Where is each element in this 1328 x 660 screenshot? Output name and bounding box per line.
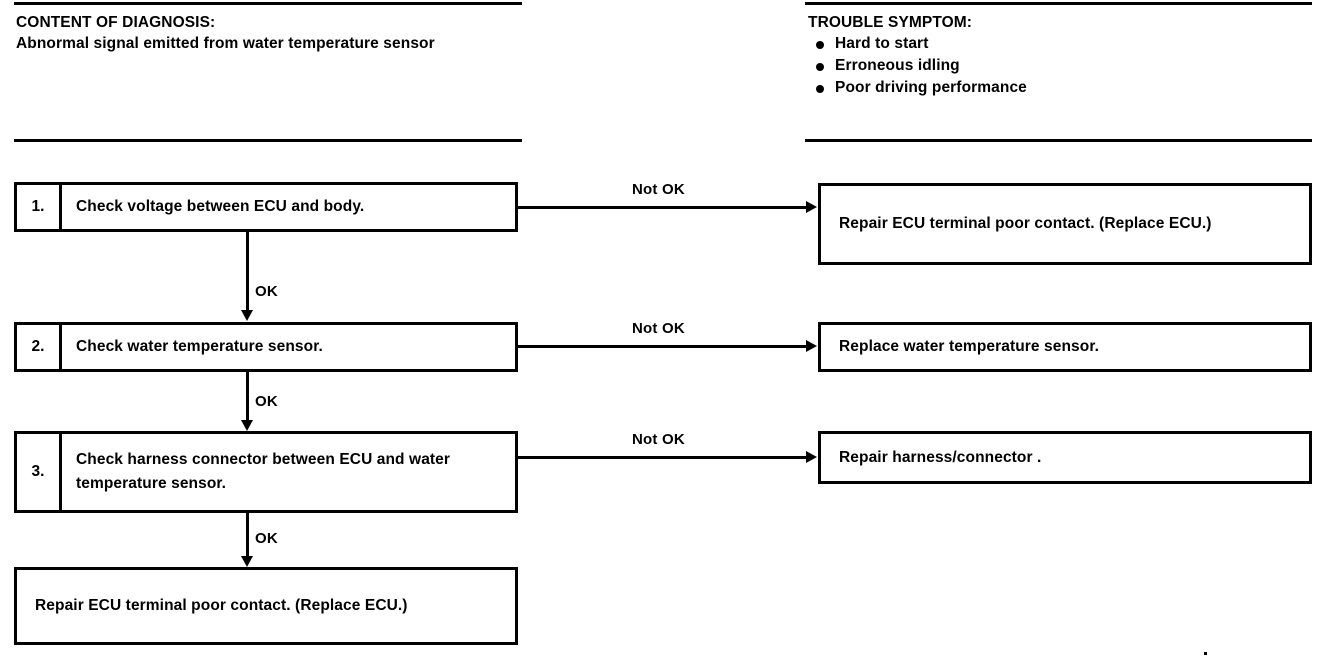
final-action-text: Repair ECU terminal poor contact. (Repla… [35, 597, 408, 614]
branch-line-3 [518, 456, 809, 459]
diagnosis-body: Abnormal signal emitted from water tempe… [16, 35, 435, 52]
arrow-down-icon [241, 420, 253, 431]
result-box-2: Replace water temperature sensor. [818, 322, 1312, 372]
symptom-rule-bottom [805, 139, 1312, 142]
step-number-2: 2. [17, 325, 62, 369]
step-text-1: Check voltage between ECU and body. [76, 198, 365, 215]
symptom-item-label: Hard to start [835, 35, 929, 52]
ok-label-1: OK [255, 283, 278, 300]
result-text-1: Repair ECU terminal poor contact. (Repla… [839, 215, 1212, 232]
branch-label-2: Not OK [632, 320, 685, 337]
ok-label-2: OK [255, 393, 278, 410]
arrow-right-icon [806, 451, 817, 463]
result-box-3: Repair harness/connector . [818, 431, 1312, 484]
symptom-item-label: Erroneous idling [835, 57, 960, 74]
result-box-1: Repair ECU terminal poor contact. (Repla… [818, 183, 1312, 265]
diagnosis-section: CONTENT OF DIAGNOSIS: Abnormal signal em… [16, 12, 536, 54]
step-number-3: 3. [17, 434, 62, 510]
arrow-right-icon [806, 340, 817, 352]
branch-line-1 [518, 206, 809, 209]
bullet-icon [816, 85, 824, 93]
ok-line-3 [246, 513, 249, 558]
symptom-item: Poor driving performance [808, 77, 1318, 99]
symptom-title: TROUBLE SYMPTOM: [808, 14, 973, 31]
symptom-rule-top [805, 2, 1312, 5]
ok-label-3: OK [255, 530, 278, 547]
result-text-3: Repair harness/connector . [839, 448, 1042, 466]
symptom-item: Erroneous idling [808, 55, 1318, 77]
diagnosis-rule-bottom [14, 139, 522, 142]
step-box-1: 1. Check voltage between ECU and body. [14, 182, 518, 232]
diagnosis-title: CONTENT OF DIAGNOSIS: [16, 14, 216, 31]
branch-line-2 [518, 345, 809, 348]
bullet-icon [816, 63, 824, 71]
step-text-2: Check water temperature sensor. [76, 338, 323, 355]
arrow-down-icon [241, 310, 253, 321]
symptom-item: Hard to start [808, 33, 1318, 55]
page-speck [1204, 652, 1207, 655]
symptom-item-label: Poor driving performance [835, 79, 1027, 96]
step-box-3: 3. Check harness connector between ECU a… [14, 431, 518, 513]
ok-line-1 [246, 232, 249, 312]
step-box-2: 2. Check water temperature sensor. [14, 322, 518, 372]
final-action-box: Repair ECU terminal poor contact. (Repla… [14, 567, 518, 645]
bullet-icon [816, 41, 824, 49]
step-text-3: Check harness connector between ECU and … [76, 451, 451, 492]
step-number-1: 1. [17, 185, 62, 229]
diagnosis-rule-top [14, 2, 522, 5]
branch-label-1: Not OK [632, 181, 685, 198]
branch-label-3: Not OK [632, 431, 685, 448]
arrow-down-icon [241, 556, 253, 567]
symptom-list: Hard to start Erroneous idling Poor driv… [808, 33, 1318, 99]
result-text-2: Replace water temperature sensor. [839, 338, 1100, 355]
arrow-right-icon [806, 201, 817, 213]
symptom-section: TROUBLE SYMPTOM: Hard to start Erroneous… [808, 12, 1318, 99]
ok-line-2 [246, 372, 249, 422]
